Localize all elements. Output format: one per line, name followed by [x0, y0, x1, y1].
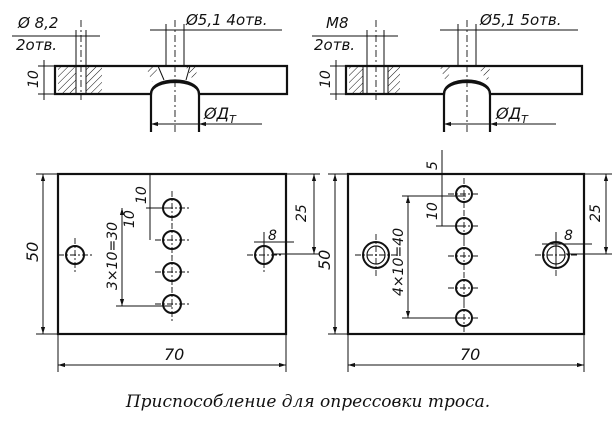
right-side-offset-label: 8	[564, 228, 573, 244]
left-thickness-label: 10	[26, 70, 42, 88]
right-plate-holes	[355, 178, 577, 334]
right-section-view: М8 2отв. Ø5,1 5отв. 10 ØДТ	[312, 11, 584, 134]
left-mount-hole-left	[58, 238, 92, 272]
right-section-hatch-4	[478, 67, 490, 82]
right-top-offset-label: 5	[425, 161, 441, 170]
left-cone-hole-3	[155, 255, 189, 289]
left-pitch-1-label: 10	[134, 186, 150, 204]
right-section-hatch-1	[349, 67, 363, 93]
left-cone-line-2	[185, 65, 191, 81]
right-section-hatch-3	[440, 67, 452, 82]
left-side-offset-label: 8	[268, 228, 277, 244]
left-section-hatch-3	[146, 67, 158, 82]
right-bore	[442, 81, 492, 132]
left-plate-height-label: 50	[23, 242, 42, 262]
right-plan-view: 50 70 5 10 4×10=40 8 25	[315, 150, 612, 372]
left-section-hatch-1	[58, 67, 76, 93]
left-pitch-total-label: 3×10=30	[105, 222, 121, 290]
right-cone-dia-label: Ø5,1 5отв.	[479, 11, 562, 29]
left-plate-holes	[58, 191, 281, 321]
left-plan-view: 50 70 10 10 3×10=30 8 25	[23, 172, 320, 372]
right-bore-dia-label: ØДТ	[495, 104, 529, 126]
right-thread-hole-left	[355, 234, 397, 276]
right-cone-hole-4	[448, 272, 480, 304]
right-plate-width-label: 70	[460, 345, 480, 364]
right-section-hatch-2	[388, 67, 400, 93]
left-hole-dia-label: Ø 8,2	[17, 14, 58, 32]
right-cone-hole-3	[448, 240, 480, 272]
left-cone-hole-4	[155, 287, 189, 321]
right-section-outline	[344, 64, 584, 96]
right-side-height-label: 25	[588, 204, 604, 222]
left-pitch-2-label: 10	[122, 210, 138, 228]
left-cone-dia-label: Ø5,1 4отв.	[185, 11, 268, 29]
right-pitch-total-label: 4×10=40	[391, 228, 407, 296]
left-section-hatch-2	[86, 67, 102, 93]
right-hole-count-label: 2отв.	[314, 36, 355, 54]
right-pitch-label: 10	[425, 202, 441, 220]
left-cone-line-1	[157, 65, 165, 81]
left-side-height-label: 25	[294, 204, 310, 222]
left-plate-width-label: 70	[164, 345, 184, 364]
left-hole-count-label: 2отв.	[16, 36, 57, 54]
left-cone-hole-2	[155, 223, 189, 257]
left-bore	[149, 81, 201, 132]
right-thickness-label: 10	[318, 70, 334, 88]
left-bore-dia-label: ØДТ	[203, 104, 237, 126]
figure-caption: Приспособление для опрессовки троса.	[125, 392, 491, 412]
right-thread-label: М8	[326, 14, 349, 32]
left-section-view: Ø 8,2 2отв. Ø5,1 4отв. 10 ØДТ	[12, 11, 289, 134]
right-cone-hole-1	[448, 178, 480, 210]
right-plate-height-label: 50	[315, 250, 334, 270]
